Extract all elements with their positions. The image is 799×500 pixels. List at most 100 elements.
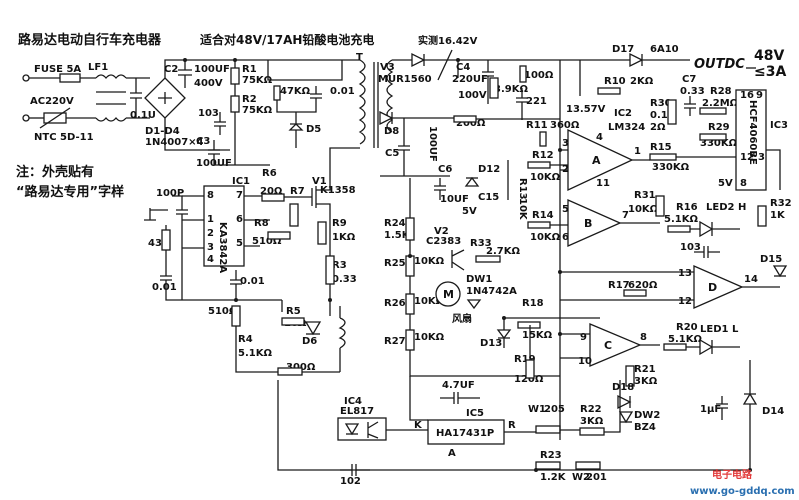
svg-text:3: 3: [562, 138, 569, 149]
resistor-r10: R10 2KΩ: [597, 76, 654, 95]
snubber: 47KΩ 0.01 D5: [267, 60, 355, 148]
lf1-label: LF1: [88, 62, 108, 73]
svg-text:C6: C6: [438, 164, 452, 175]
ac-terminal-2: [22, 114, 30, 122]
svg-text:R21: R21: [634, 364, 656, 375]
svg-text:1: 1: [207, 214, 214, 225]
svg-text:1.2K: 1.2K: [540, 472, 567, 483]
capacitor-1uf: 1μF: [700, 396, 728, 420]
svg-text:12: 12: [740, 152, 754, 163]
resistor-510: 510Ω: [208, 305, 241, 327]
svg-text:100V: 100V: [458, 90, 487, 101]
svg-text:1KΩ: 1KΩ: [332, 232, 356, 243]
svg-text:D6: D6: [302, 336, 317, 347]
svg-text:R25: R25: [384, 258, 406, 269]
svg-text:9: 9: [756, 90, 763, 101]
capacitor-103: 103: [198, 108, 226, 135]
svg-text:10KΩ: 10KΩ: [628, 204, 659, 215]
svg-text:200Ω: 200Ω: [456, 118, 486, 129]
ntc-label: NTC 5D-11: [34, 132, 94, 143]
fuse-label: FUSE 5A: [34, 64, 81, 75]
resistor-r4: R4 5.1KΩ: [235, 326, 278, 373]
note-line-2: “路易达专用”字样: [16, 184, 124, 200]
opamp-d: 103 D 13 12 14: [560, 242, 780, 309]
svg-text:10KΩ: 10KΩ: [530, 232, 561, 243]
svg-text:R11: R11: [526, 120, 548, 131]
ac-terminal-1: [22, 74, 30, 82]
led2-label: LED2 H: [706, 202, 746, 213]
svg-text:4: 4: [207, 254, 214, 265]
svg-text:13: 13: [678, 268, 692, 279]
svg-text:100UF: 100UF: [427, 126, 438, 162]
svg-text:3.9KΩ: 3.9KΩ: [494, 84, 528, 95]
fan-motor: [435, 281, 461, 307]
diode-d6: D6: [302, 321, 322, 347]
svg-text:103: 103: [198, 108, 219, 119]
resistor-r23: R23 1.2K: [535, 450, 567, 483]
svg-text:330KΩ: 330KΩ: [652, 162, 690, 173]
capacitor-0.01-ic1: 0.01: [230, 270, 265, 300]
schematic-subtitle: 适合对48V/17AH铅酸电池充电: [200, 32, 374, 47]
svg-text:W2: W2: [572, 472, 590, 483]
resistor-r17: R17 620Ω: [608, 280, 658, 297]
line-filter-lf1: [95, 74, 127, 122]
svg-text:R33: R33: [470, 238, 492, 249]
svg-text:100UF: 100UF: [194, 64, 230, 75]
svg-text:R13: R13: [517, 178, 528, 200]
ic3-counter: HCF4060BE IC3 16 9 12 8 3 5V: [718, 89, 788, 191]
output-filter: C4 220UF 100V 3.9KΩ 100Ω 221 200Ω: [404, 59, 580, 129]
svg-text:C: C: [604, 339, 612, 352]
resistor-r7: R7: [289, 186, 305, 227]
sense-resistors: R11 360Ω R12 10KΩ R13 10K R14 10KΩ: [507, 120, 580, 243]
svg-text:10KΩ: 10KΩ: [530, 172, 561, 183]
output-voltage: 48V: [754, 48, 784, 64]
svg-text:IC3: IC3: [770, 120, 788, 131]
resistor-r5: R5 10Ω: [281, 306, 307, 329]
svg-text:W1: W1: [528, 404, 546, 415]
svg-text:C4: C4: [456, 62, 470, 73]
svg-text:R30: R30: [650, 98, 672, 109]
timing-network: 100P 43K 0.01: [144, 188, 282, 301]
bridge-label: D1-D4: [145, 126, 180, 137]
resistor-r1: [230, 67, 240, 85]
svg-text:0.1: 0.1: [650, 110, 668, 121]
svg-text:R23: R23: [540, 450, 562, 461]
svg-text:C2: C2: [164, 64, 178, 75]
svg-text:R3: R3: [332, 260, 347, 271]
svg-text:1N4742A: 1N4742A: [466, 286, 517, 297]
svg-text:16: 16: [740, 90, 754, 101]
ac-input-label: AC220V: [30, 96, 74, 107]
svg-text:205: 205: [544, 404, 565, 415]
svg-text:IC4: IC4: [344, 396, 362, 407]
resistor-300: 300Ω: [277, 362, 340, 376]
svg-text:8: 8: [640, 332, 647, 343]
resistor-43k: [161, 229, 171, 251]
svg-text:10KΩ: 10KΩ: [414, 256, 445, 267]
svg-text:R5: R5: [286, 306, 301, 317]
resistor-r15: R15 330KΩ: [649, 142, 736, 173]
svg-text:103: 103: [680, 242, 701, 253]
input-stage: FUSE 5A AC220V NTC 5D-11 LF1 0.1U D1-D4 …: [22, 59, 360, 151]
svg-text:10UF: 10UF: [440, 194, 469, 205]
svg-text:8: 8: [207, 190, 214, 201]
svg-text:75KΩ: 75KΩ: [242, 75, 273, 86]
svg-text:0.01: 0.01: [330, 86, 355, 97]
svg-text:1μF: 1μF: [700, 404, 721, 415]
svg-text:100Ω: 100Ω: [524, 70, 554, 81]
svg-text:www.go-gddq.com: www.go-gddq.com: [690, 486, 795, 497]
fuse-symbol: [59, 73, 81, 83]
ic4-optocoupler: IC4 EL817: [337, 396, 387, 441]
ic3-supply: 5V: [718, 178, 733, 189]
svg-text:IC1: IC1: [232, 176, 250, 187]
svg-text:C7: C7: [682, 74, 696, 85]
output-terminal: D17 6A10 OUTDC 48V ≤3A: [580, 44, 786, 80]
svg-text:10KΩ: 10KΩ: [414, 332, 445, 343]
note-line-1: 注：外壳贴有: [16, 164, 94, 180]
note-box: 注：外壳贴有 “路易达专用”字样: [14, 160, 154, 212]
svg-text:C2383: C2383: [426, 236, 461, 247]
ic1-pwm-controller: IC1 KA3842A 8 7 6 5 1 2 3 4: [182, 176, 270, 273]
svg-text:R14: R14: [532, 210, 554, 221]
input-cap-label: 0.1U: [130, 110, 156, 121]
svg-text:2.2MΩ: 2.2MΩ: [702, 98, 739, 109]
output-rail: [559, 60, 581, 440]
